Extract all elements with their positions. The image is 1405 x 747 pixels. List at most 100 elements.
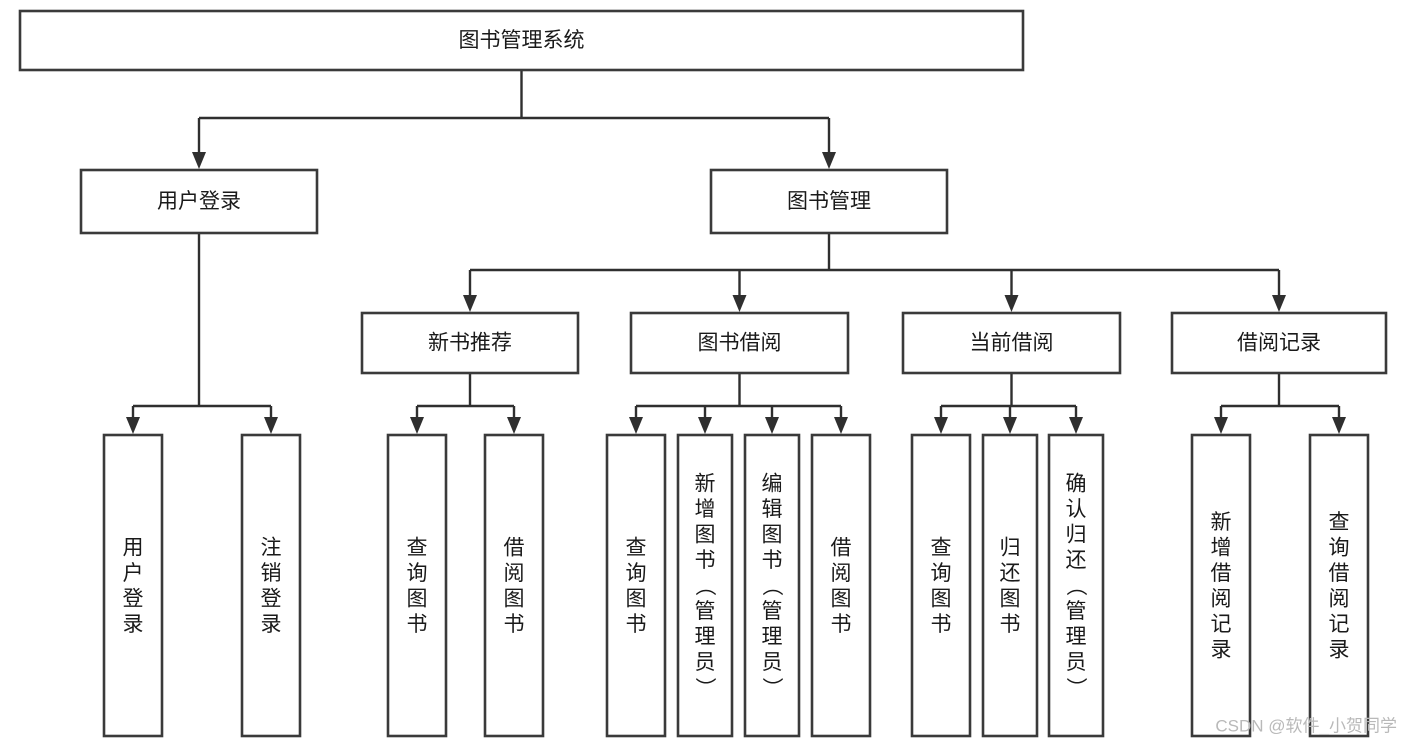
node-label-char: ） xyxy=(760,677,783,698)
node-label-char: 还 xyxy=(1066,549,1087,572)
node-box-root[interactable] xyxy=(18,9,1025,72)
node-label-char: 增 xyxy=(695,498,716,521)
arrow-icon-leaf-bb-add-book xyxy=(698,417,712,434)
node-book-borrow[interactable]: 图书借阅 xyxy=(629,311,850,375)
node-label-char: 询 xyxy=(1329,536,1350,559)
node-label-char: 辑 xyxy=(762,498,783,521)
node-label-char: 还 xyxy=(1000,562,1021,585)
node-label-char: （ xyxy=(693,575,716,596)
node-label-char: ） xyxy=(1064,677,1087,698)
node-label-char: 理 xyxy=(1066,626,1087,649)
node-label-book-manage: 图书管理 xyxy=(787,190,871,213)
node-label-char: 图 xyxy=(1000,587,1021,610)
arrow-icon-leaf-cb-query-book xyxy=(934,417,948,434)
node-label-char: 书 xyxy=(407,613,428,636)
node-box-leaf-bb-borrow-book[interactable] xyxy=(810,433,872,738)
node-box-leaf-rec-query-book[interactable] xyxy=(386,433,448,738)
node-label-char: 员 xyxy=(762,651,783,674)
node-label-char: 借 xyxy=(831,536,852,559)
node-label-char: 查 xyxy=(931,536,952,559)
node-box-leaf-rec-borrow-book[interactable] xyxy=(483,433,545,738)
node-box-leaf-cb-return-book[interactable] xyxy=(981,433,1039,738)
node-box-borrow-record[interactable] xyxy=(1170,311,1388,375)
arrow-icon-book-manage xyxy=(822,152,836,169)
node-label-char: 询 xyxy=(626,562,647,585)
node-box-leaf-bb-add-book[interactable] xyxy=(676,433,734,738)
node-box-leaf-user-login[interactable] xyxy=(102,433,164,738)
node-label-char: 书 xyxy=(695,549,716,572)
node-label-char: 户 xyxy=(123,562,144,585)
node-box-book-manage[interactable] xyxy=(709,168,949,235)
node-label-char: 增 xyxy=(1211,536,1232,559)
node-box-user-login[interactable] xyxy=(79,168,319,235)
node-box-leaf-bb-query-book[interactable] xyxy=(605,433,667,738)
arrow-icon-leaf-bb-borrow-book xyxy=(834,417,848,434)
node-leaf-user-login[interactable]: 用户登录 xyxy=(102,433,164,738)
node-box-leaf-cb-confirm-return[interactable] xyxy=(1047,433,1105,738)
node-label-char: 查 xyxy=(626,536,647,559)
node-label-char: 图 xyxy=(626,587,647,610)
node-label-char: 用 xyxy=(123,536,144,559)
arrow-icon-leaf-bb-query-book xyxy=(629,417,643,434)
node-label-char: 借 xyxy=(1329,562,1350,585)
nodes-layer: 图书管理系统用户登录图书管理新书推荐图书借阅当前借阅借阅记录用户登录注销登录查询… xyxy=(18,9,1388,738)
node-label-char: 书 xyxy=(762,549,783,572)
arrow-icon-leaf-user-login xyxy=(126,417,140,434)
arrow-icon-leaf-br-query-record xyxy=(1332,417,1346,434)
node-book-manage[interactable]: 图书管理 xyxy=(709,168,949,235)
node-label-char: 图 xyxy=(831,587,852,610)
csdn-watermark: CSDN @软件_小贺同学 xyxy=(1215,716,1397,735)
node-label-char: 记 xyxy=(1211,613,1232,636)
node-new-book-recommend[interactable]: 新书推荐 xyxy=(360,311,580,375)
arrow-icon-leaf-rec-borrow-book xyxy=(507,417,521,434)
node-label-char: 阅 xyxy=(1211,587,1232,610)
node-borrow-record[interactable]: 借阅记录 xyxy=(1170,311,1388,375)
node-label-char: 录 xyxy=(261,613,282,636)
node-label-root: 图书管理系统 xyxy=(459,29,585,52)
node-user-login[interactable]: 用户登录 xyxy=(79,168,319,235)
node-label-current-borrow: 当前借阅 xyxy=(970,332,1054,355)
node-box-book-borrow[interactable] xyxy=(629,311,850,375)
node-label-char: 阅 xyxy=(831,562,852,585)
node-box-current-borrow[interactable] xyxy=(901,311,1122,375)
node-label-char: 查 xyxy=(407,536,428,559)
node-label-char: 图 xyxy=(407,587,428,610)
arrow-icon-leaf-bb-edit-book xyxy=(765,417,779,434)
node-label-char: 录 xyxy=(1211,638,1232,661)
node-label-char: 管 xyxy=(695,600,716,623)
node-label-char: 借 xyxy=(1211,562,1232,585)
arrow-icon-user-login xyxy=(192,152,206,169)
node-box-leaf-user-logout[interactable] xyxy=(240,433,302,738)
node-label-char: 记 xyxy=(1329,613,1350,636)
node-box-leaf-cb-query-book[interactable] xyxy=(910,433,972,738)
node-box-leaf-br-add-record[interactable] xyxy=(1190,433,1252,738)
node-label-char: 书 xyxy=(1000,613,1021,636)
node-label-char: （ xyxy=(760,575,783,596)
node-box-new-book-recommend[interactable] xyxy=(360,311,580,375)
node-label-char: 书 xyxy=(504,613,525,636)
node-root[interactable]: 图书管理系统 xyxy=(18,9,1025,72)
arrow-icon-leaf-user-logout xyxy=(264,417,278,434)
node-current-borrow[interactable]: 当前借阅 xyxy=(901,311,1122,375)
node-box-leaf-bb-edit-book[interactable] xyxy=(743,433,801,738)
node-label-char: 阅 xyxy=(504,562,525,585)
node-label-char: 销 xyxy=(261,562,282,585)
node-label-book-borrow: 图书借阅 xyxy=(698,332,782,355)
node-label-char: 理 xyxy=(695,626,716,649)
node-box-leaf-br-query-record[interactable] xyxy=(1308,433,1370,738)
node-label-char: 归 xyxy=(1066,524,1087,547)
node-label-char: 认 xyxy=(1066,498,1087,521)
